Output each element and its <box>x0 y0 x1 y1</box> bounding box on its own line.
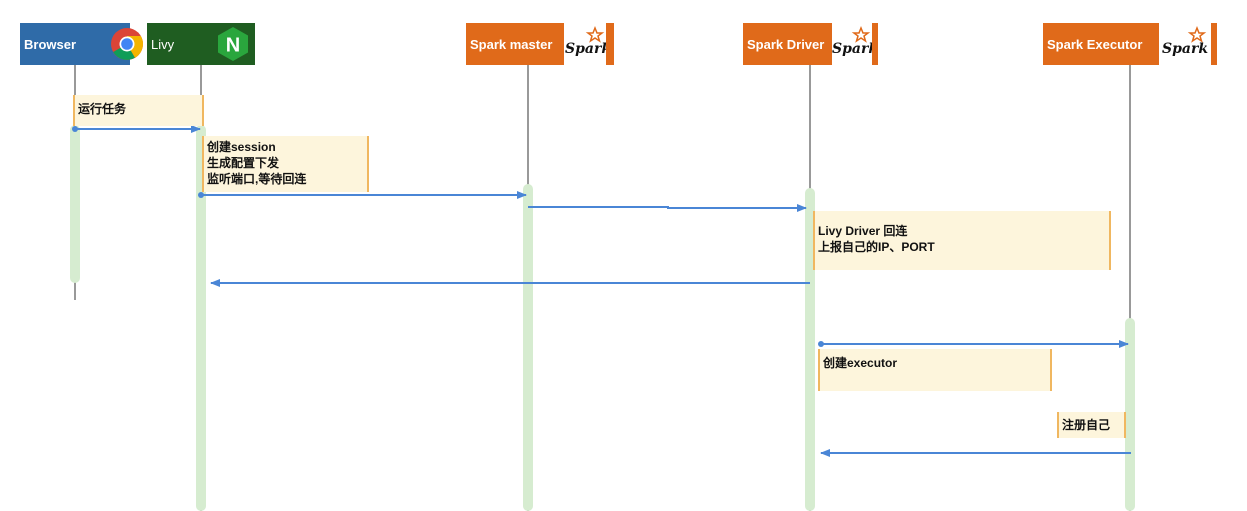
participant-label: Livy <box>151 36 175 52</box>
participant-livy: Livy N <box>147 23 255 65</box>
note-line: 创建session <box>207 140 276 154</box>
svg-text:Spark: Spark <box>1162 41 1208 57</box>
participant-spark-executor: Spark Executor Spark <box>1043 23 1217 65</box>
note-line: Livy Driver 回连 <box>818 224 908 238</box>
message-launch-driver <box>528 204 807 212</box>
note-run-task: 运行任务 <box>73 95 204 126</box>
note-line: 创建executor <box>823 356 898 370</box>
participant-label: Browser <box>24 36 77 52</box>
participant-label: Spark Driver <box>747 36 825 52</box>
message-run-task <box>72 125 201 133</box>
participant-spark-master: Spark master Spark <box>466 23 614 65</box>
activation-spark-master <box>523 184 533 511</box>
activation-spark-executor <box>1125 318 1135 511</box>
nginx-icon: N <box>218 27 248 61</box>
svg-text:Spark: Spark <box>565 41 606 57</box>
activation-livy <box>196 125 206 511</box>
note-create-session: 创建session 生成配置下发 监听端口,等待回连 <box>202 136 369 192</box>
note-driver-callback: Livy Driver 回连 上报自己的IP、PORT <box>813 211 1111 270</box>
activation-browser <box>70 125 80 283</box>
participant-label: Spark Executor <box>1047 36 1143 52</box>
note-create-executor: 创建executor <box>818 349 1052 391</box>
participant-browser: Browser <box>20 23 143 65</box>
message-create-session <box>198 191 527 199</box>
svg-text:N: N <box>226 35 240 57</box>
note-line: 生成配置下发 <box>207 156 280 170</box>
participant-label: Spark master <box>470 36 553 52</box>
note-line: 监听端口,等待回连 <box>207 172 307 186</box>
activation-spark-driver <box>805 188 815 511</box>
note-register-self: 注册自己 <box>1057 412 1126 438</box>
message-create-executor <box>818 340 1129 348</box>
note-line: 运行任务 <box>78 102 127 116</box>
spark-logo-icon: Spark <box>564 23 611 65</box>
note-line: 上报自己的IP、PORT <box>818 240 935 254</box>
svg-text:Spark: Spark <box>832 41 872 57</box>
participant-spark-driver: Spark Driver Spark <box>743 23 878 65</box>
note-line: 注册自己 <box>1062 418 1111 432</box>
spark-logo-icon: Spark <box>832 23 878 65</box>
spark-logo-icon: Spark <box>1159 23 1211 65</box>
chrome-icon <box>111 28 143 60</box>
